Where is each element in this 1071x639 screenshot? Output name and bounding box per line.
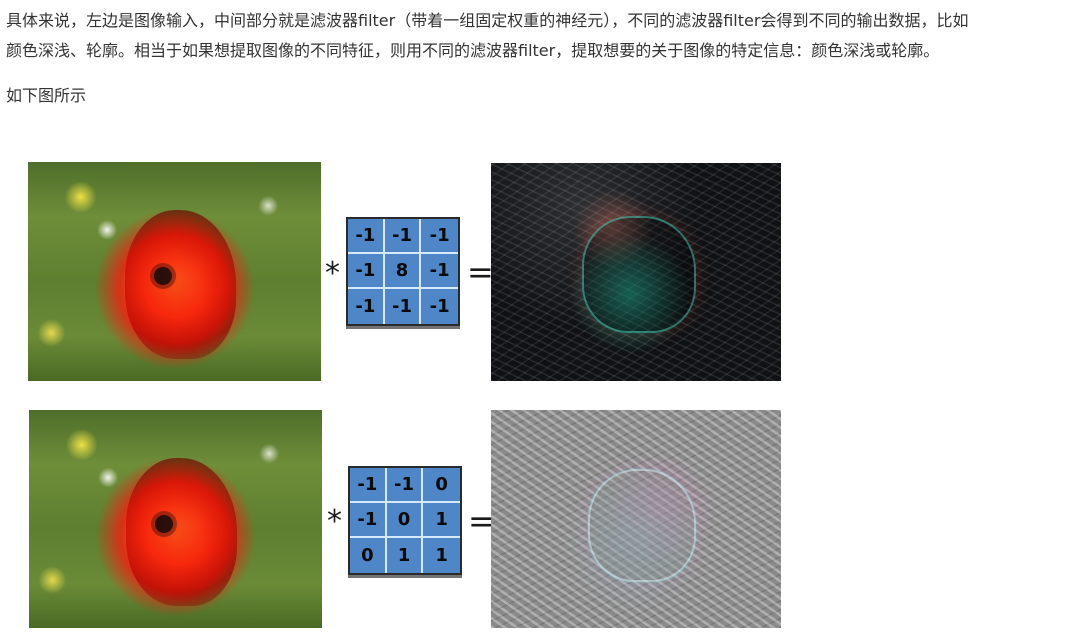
kernel-2-cell: 1 xyxy=(423,503,460,538)
article-paragraph: 具体来说，左边是图像输入，中间部分就是滤波器filter（带着一组固定权重的神经… xyxy=(6,6,1066,66)
kernel-1-cell: -1 xyxy=(421,219,458,254)
kernel-2-cell: 1 xyxy=(435,545,448,566)
figure-caption: 如下图所示 xyxy=(6,86,87,105)
kernel-1-cell: -1 xyxy=(348,289,385,324)
kernel-2-cell: -1 xyxy=(386,468,424,503)
kernel-matrix-2: -1 -1 0 -1 0 1 0 1 1 xyxy=(348,466,462,575)
input-image-1 xyxy=(28,162,321,381)
kernel-1-cell: -1 xyxy=(348,219,385,254)
kernel-1-cell: -1 xyxy=(348,254,385,289)
kernel-2-cell: -1 xyxy=(350,468,387,503)
equals-operator-2: = xyxy=(468,502,495,540)
article-paragraph-line-1: 具体来说，左边是图像输入，中间部分就是滤波器filter（带着一组固定权重的神经… xyxy=(6,11,969,30)
kernel-2-cell: -1 xyxy=(350,503,387,538)
kernel-1-cell: -1 xyxy=(429,296,450,317)
article-paragraph-line-2: 颜色深浅、轮廓。相当于如果想提取图像的不同特征，则用不同的滤波器filter，提… xyxy=(6,41,940,60)
kernel-2-cell: 0 xyxy=(423,468,460,503)
kernel-2-cell: 1 xyxy=(387,538,424,573)
kernel-matrix-1: -1 -1 -1 -1 8 -1 -1 -1 -1 xyxy=(346,217,460,326)
kernel-2-cell: 0 xyxy=(350,538,387,573)
output-image-1 xyxy=(491,163,781,381)
equals-operator-1: = xyxy=(467,253,494,291)
convolution-operator-1: * xyxy=(325,256,340,291)
kernel-1-cell: -1 xyxy=(385,289,422,324)
kernel-2-cell: 0 xyxy=(386,503,424,538)
input-image-2 xyxy=(29,410,322,628)
kernel-1-cell: -1 xyxy=(384,219,422,254)
kernel-1-cell: 8 xyxy=(384,254,422,289)
convolution-operator-2: * xyxy=(327,504,342,539)
output-image-2 xyxy=(491,410,781,628)
kernel-1-cell: -1 xyxy=(421,254,458,289)
